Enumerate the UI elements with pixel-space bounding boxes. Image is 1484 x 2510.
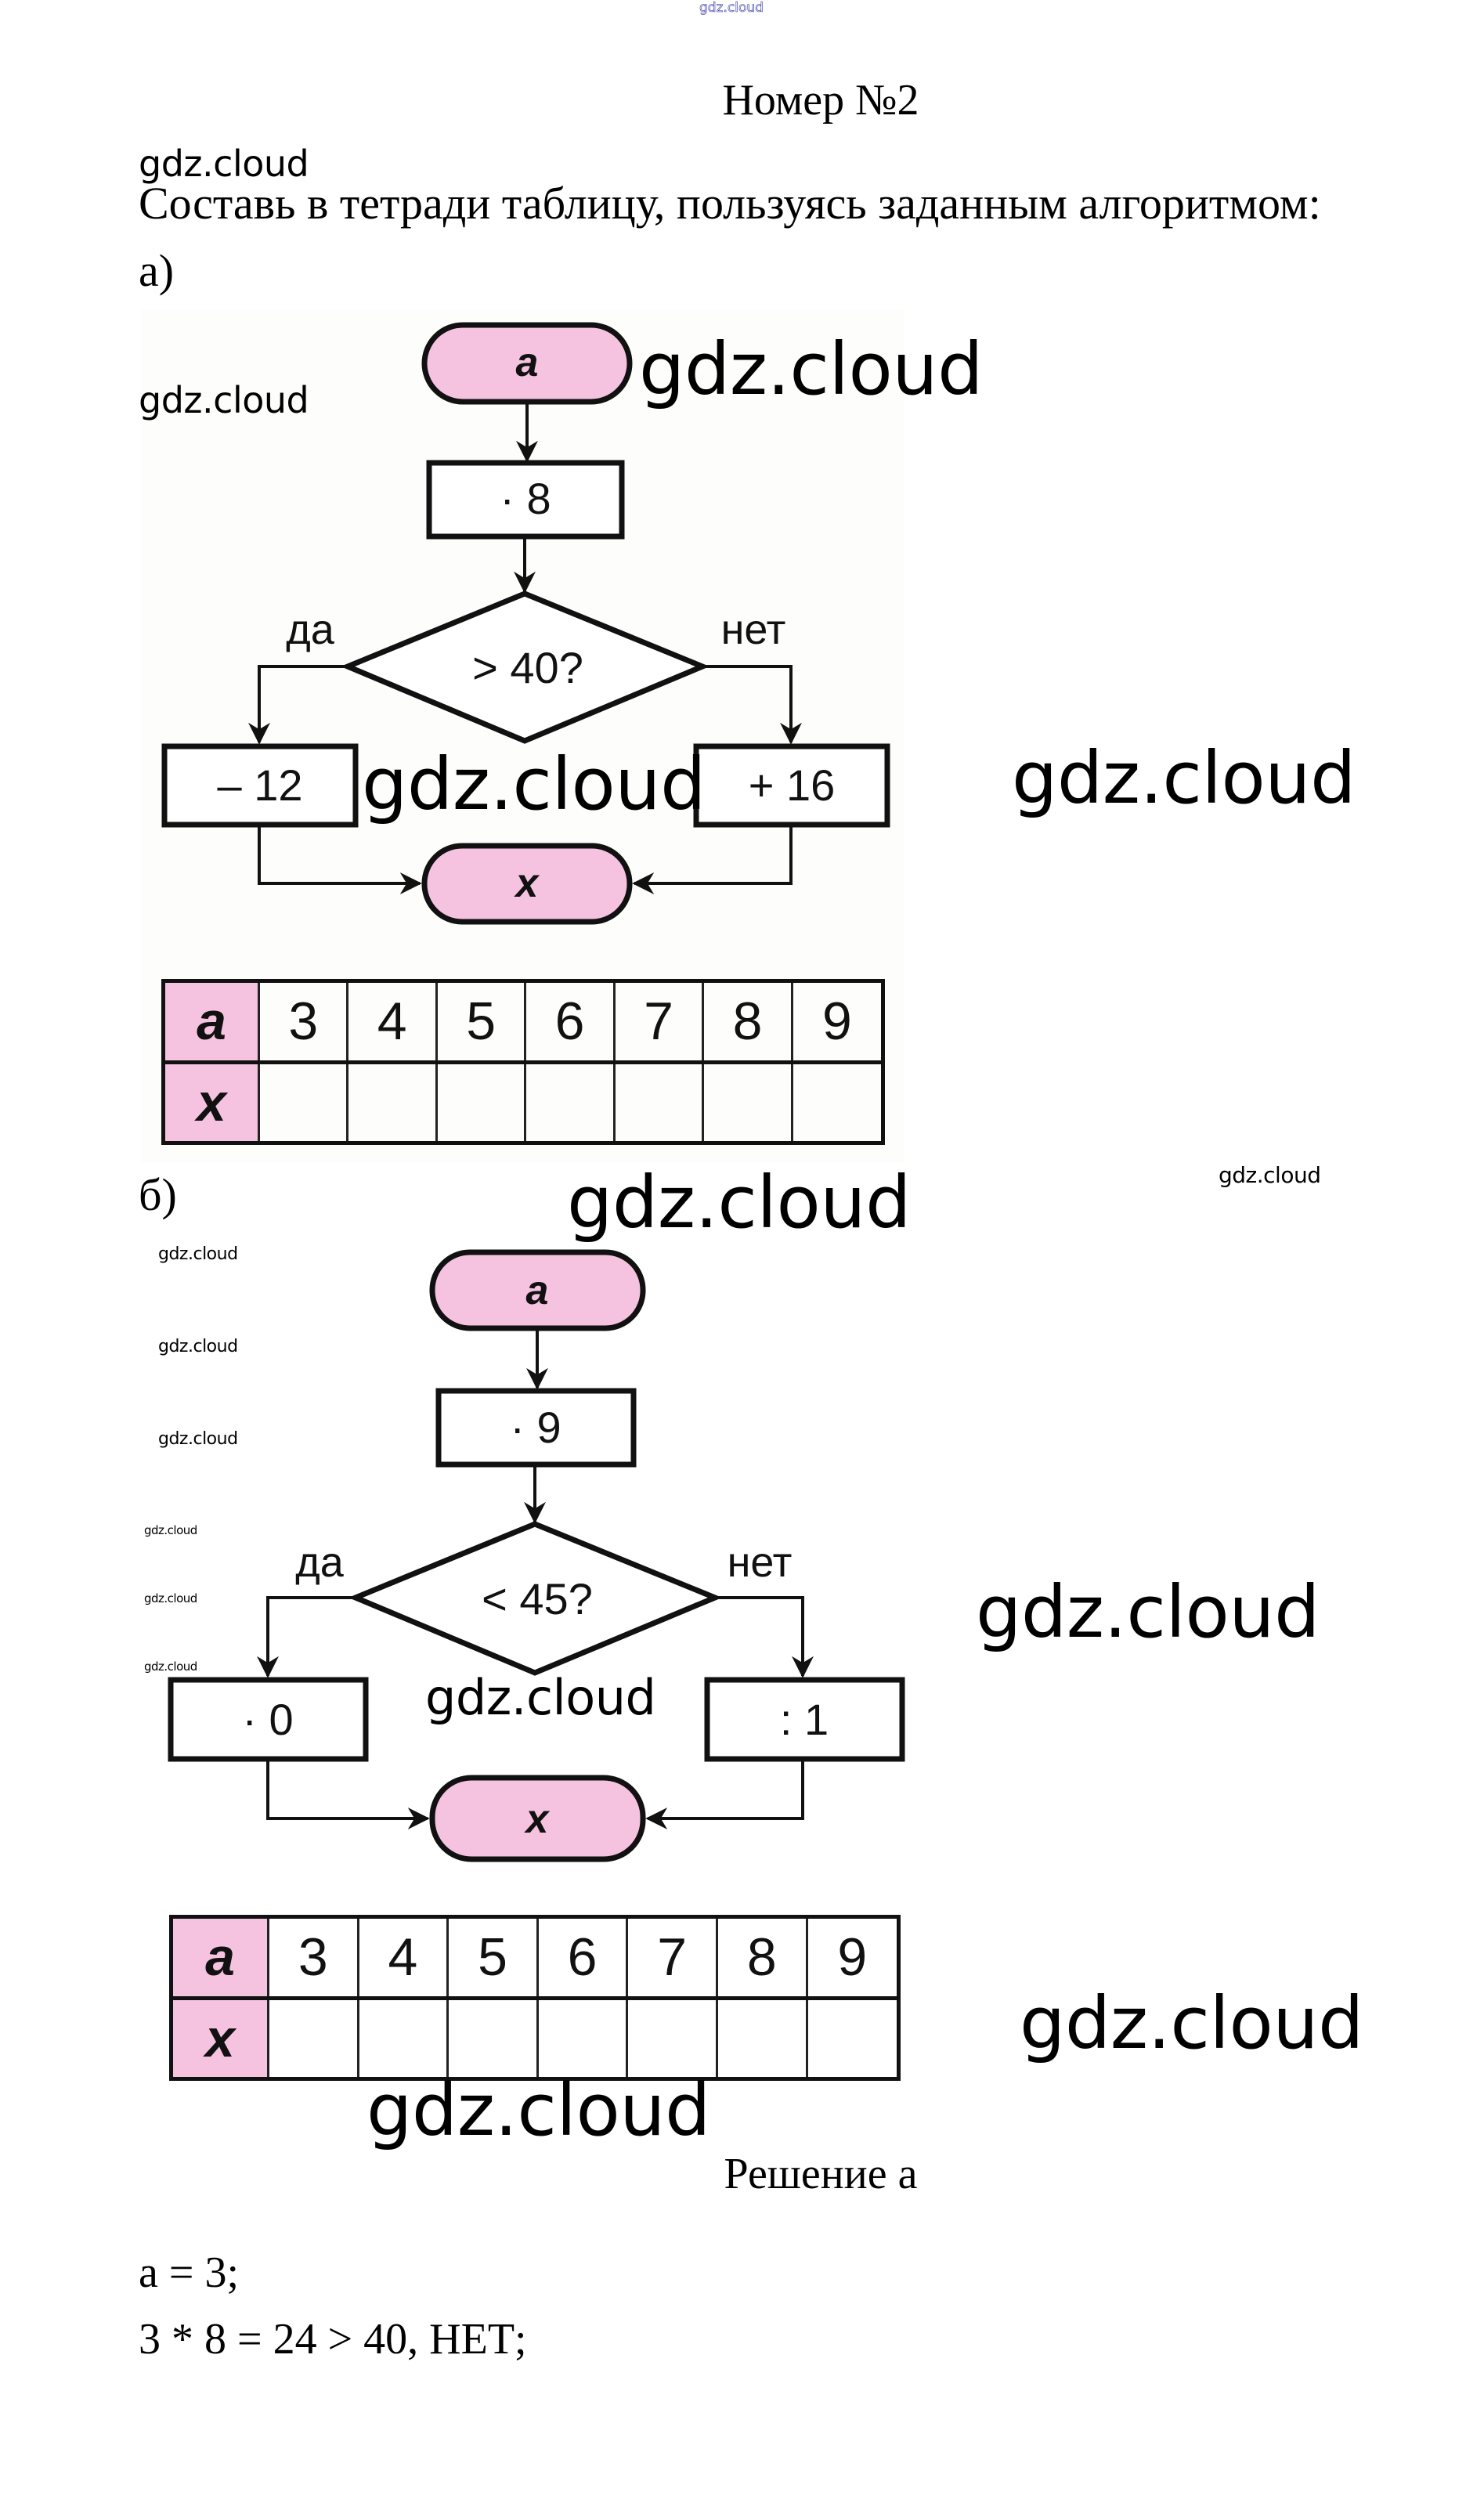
watermark: gdz.cloud [158,1337,238,1356]
page-title: Номер №2 [722,76,919,125]
flowchart-a-condition: > 40? [472,643,583,692]
flowchart-a-end-label: x [514,861,540,906]
table-b-cell-x [715,1996,808,2080]
flowchart-a-no-action-box [693,743,890,828]
table-b: a 3 4 5 6 7 8 9 x [169,1915,901,2081]
flowchart-b-no-action: : 1 [780,1695,829,1744]
flowchart-b-merge-arrow [266,1759,430,1829]
flowchart-b-yes-action: · 0 [242,1695,293,1744]
flowchart-a-step-label: · 8 [500,474,551,523]
watermark: gdz.cloud [158,1429,238,1449]
watermark: gdz.cloud [366,2068,710,2152]
flowchart-a-end-terminal [421,843,633,925]
flowchart-b-no-label: нет [728,1539,793,1586]
flowchart-a-yes-arrow [248,665,348,745]
flowchart-b-start-label: a [526,1268,549,1313]
table-a-cell-a: 5 [435,980,527,1064]
watermark: gdz.cloud [639,327,983,411]
table-a-cell-a: 8 [702,980,793,1064]
table-b-cell-x [536,1996,629,2080]
flowchart-a-yes-action-box [161,743,359,828]
watermark: gdz.cloud [1012,736,1356,820]
flowchart-b-no-action-box [704,1677,905,1762]
watermark: gdz.cloud [144,1659,197,1674]
flowchart-a-merge-arrow [632,825,793,894]
flowchart-a-merge-arrow [258,825,422,894]
watermark: gdz.cloud [1020,1981,1363,2065]
flowchart-a-no-arrow [702,665,802,745]
flowchart-a-start-label: a [516,340,539,385]
flowchart-b-merge-arrow [645,1759,804,1829]
watermark: gdz.cloud [362,742,706,826]
flowchart-b-step-label: · 9 [510,1403,561,1452]
table-b-cell-a: 5 [446,1916,539,2000]
table-b-header-x: x [170,1996,269,2080]
flowchart-a-step-box [426,460,625,540]
watermark: gdz.cloud [425,1669,656,1726]
table-b-cell-a: 4 [356,1916,450,2000]
table-a-cell-x [346,1060,438,1144]
table-b-cell-x [626,1996,718,2080]
flowchart-b-end-label: x [524,1797,551,1842]
table-a: a 3 4 5 6 7 8 9 x [161,979,885,1145]
watermark: gdz.cloud [567,1161,911,1244]
table-a-row-x: x [162,1060,885,1144]
flowchart-b-decision [348,1521,723,1676]
flowchart-b-end-terminal [429,1775,646,1862]
flowchart-a-yes-label: да [286,606,335,653]
watermark: gdz.cloud [139,143,309,185]
solution-heading: Решение а [724,2150,918,2198]
table-b-cell-x [356,1996,450,2080]
table-a-cell-a: 4 [346,980,438,1064]
solution-line: 3 * 8 = 24 > 40, НЕТ; [139,2315,527,2364]
flowchart-b-yes-action-box [168,1677,369,1762]
table-a-cell-a: 7 [612,980,705,1064]
watermark: gdz.cloud [1219,1162,1321,1188]
part-a-label: а) [139,245,175,296]
flowchart-b-yes-label: да [295,1539,345,1586]
table-b-cell-a: 3 [267,1916,359,2000]
table-b-cell-a: 7 [626,1916,718,2000]
table-b-cell-x [267,1996,359,2080]
table-b-cell-a: 9 [805,1916,901,2000]
table-b-cell-a: 6 [536,1916,629,2000]
flowchart-a-no-label: нет [721,606,786,653]
flowchart-b-no-arrow [715,1596,814,1678]
flowchart-a-no-action: + 16 [749,760,836,810]
table-b-cell-x [805,1996,901,2080]
table-a-cell-a: 3 [257,980,349,1064]
table-a-row-a: a 3 4 5 6 7 8 9 [162,980,885,1064]
watermark: gdz.cloud [144,1523,197,1537]
instruction-text: Составь в тетради таблицу, пользуясь зад… [139,178,1321,229]
table-b-cell-x [446,1996,539,2080]
flowchart-a-decision [340,590,710,744]
table-a-header-x: x [162,1060,260,1144]
watermark: gdz.cloud [144,1591,197,1605]
flowchart-a-yes-action: – 12 [218,760,303,810]
table-b-cell-a: 8 [715,1916,808,2000]
flowchart-b-condition: < 45? [482,1574,593,1623]
table-a-cell-a: 9 [790,980,885,1064]
table-a-cell-x [702,1060,793,1144]
table-a-cell-x [257,1060,349,1144]
table-a-cell-x [612,1060,705,1144]
watermark: gdz.cloud [139,379,309,421]
table-b-row-a: a 3 4 5 6 7 8 9 [170,1916,901,2000]
flowchart-b-step-box [435,1388,637,1468]
table-b-header-a: a [170,1916,269,2000]
watermark: gdz.cloud [976,1570,1320,1654]
table-a-cell-x [435,1060,527,1144]
table-a-cell-a: 6 [524,980,616,1064]
watermark: gdz.cloud [158,1244,238,1264]
table-a-cell-x [790,1060,885,1144]
header-watermark: gdz.cloud [699,0,764,16]
solution-line: a = 3; [139,2248,239,2297]
table-b-row-x: x [170,1996,901,2080]
table-a-cell-x [524,1060,616,1144]
table-a-header-a: a [162,980,260,1064]
part-b-label: б) [139,1169,177,1220]
flowchart-b-yes-arrow [257,1596,356,1678]
